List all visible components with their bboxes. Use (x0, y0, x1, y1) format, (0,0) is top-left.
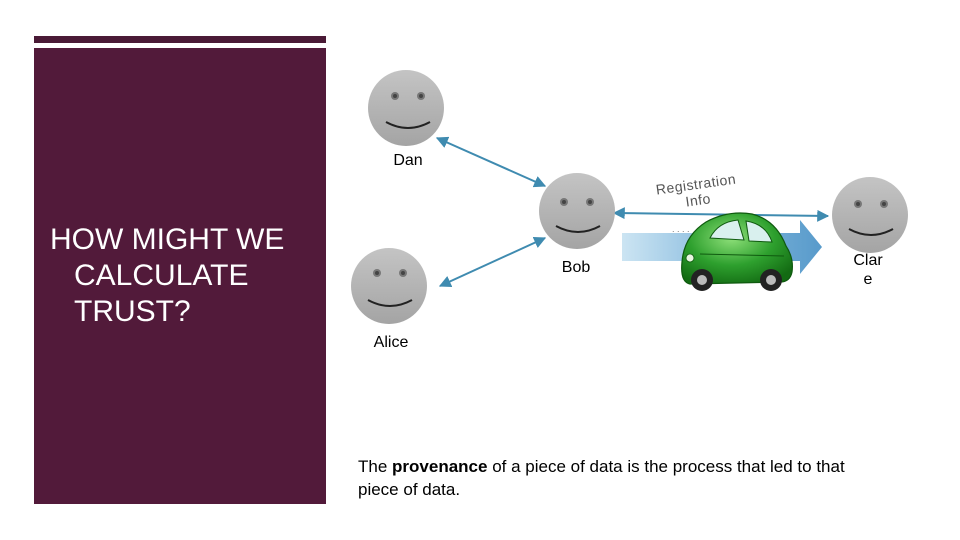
provenance-caption: The provenance of a piece of data is the… (358, 455, 858, 501)
caption-prefix: The (358, 457, 393, 476)
label-clare-line-1: Clar (853, 252, 883, 269)
label-clare-line-2: e (863, 271, 873, 288)
connector-bob-clare (612, 207, 830, 222)
face-icon-alice (351, 248, 427, 324)
car-icon (681, 212, 793, 291)
label-bob: Bob (561, 259, 591, 276)
face-icon-bob (539, 173, 615, 249)
side-panel (34, 48, 326, 504)
connector-dan-bob (435, 136, 547, 188)
top-accent-bar (34, 36, 326, 43)
transfer-dots: . . . . (672, 224, 690, 234)
face-icon-clare (832, 177, 908, 253)
face-icon-dan (368, 70, 444, 146)
label-dan: Dan (393, 152, 423, 169)
label-alice: Alice (373, 334, 409, 351)
label-clare: Clar e (848, 251, 888, 289)
slide-title: HOW MIGHT WE CALCULATE TRUST? (50, 222, 320, 330)
connector-bob-alice (438, 237, 547, 287)
caption-emphasis: provenance (392, 457, 488, 476)
title-line-2: CALCULATE (74, 259, 249, 292)
title-line-3: TRUST? (74, 295, 191, 328)
title-line-1: HOW MIGHT WE (50, 223, 285, 256)
caption-suffix: of a piece of data is the process that l… (358, 457, 845, 499)
